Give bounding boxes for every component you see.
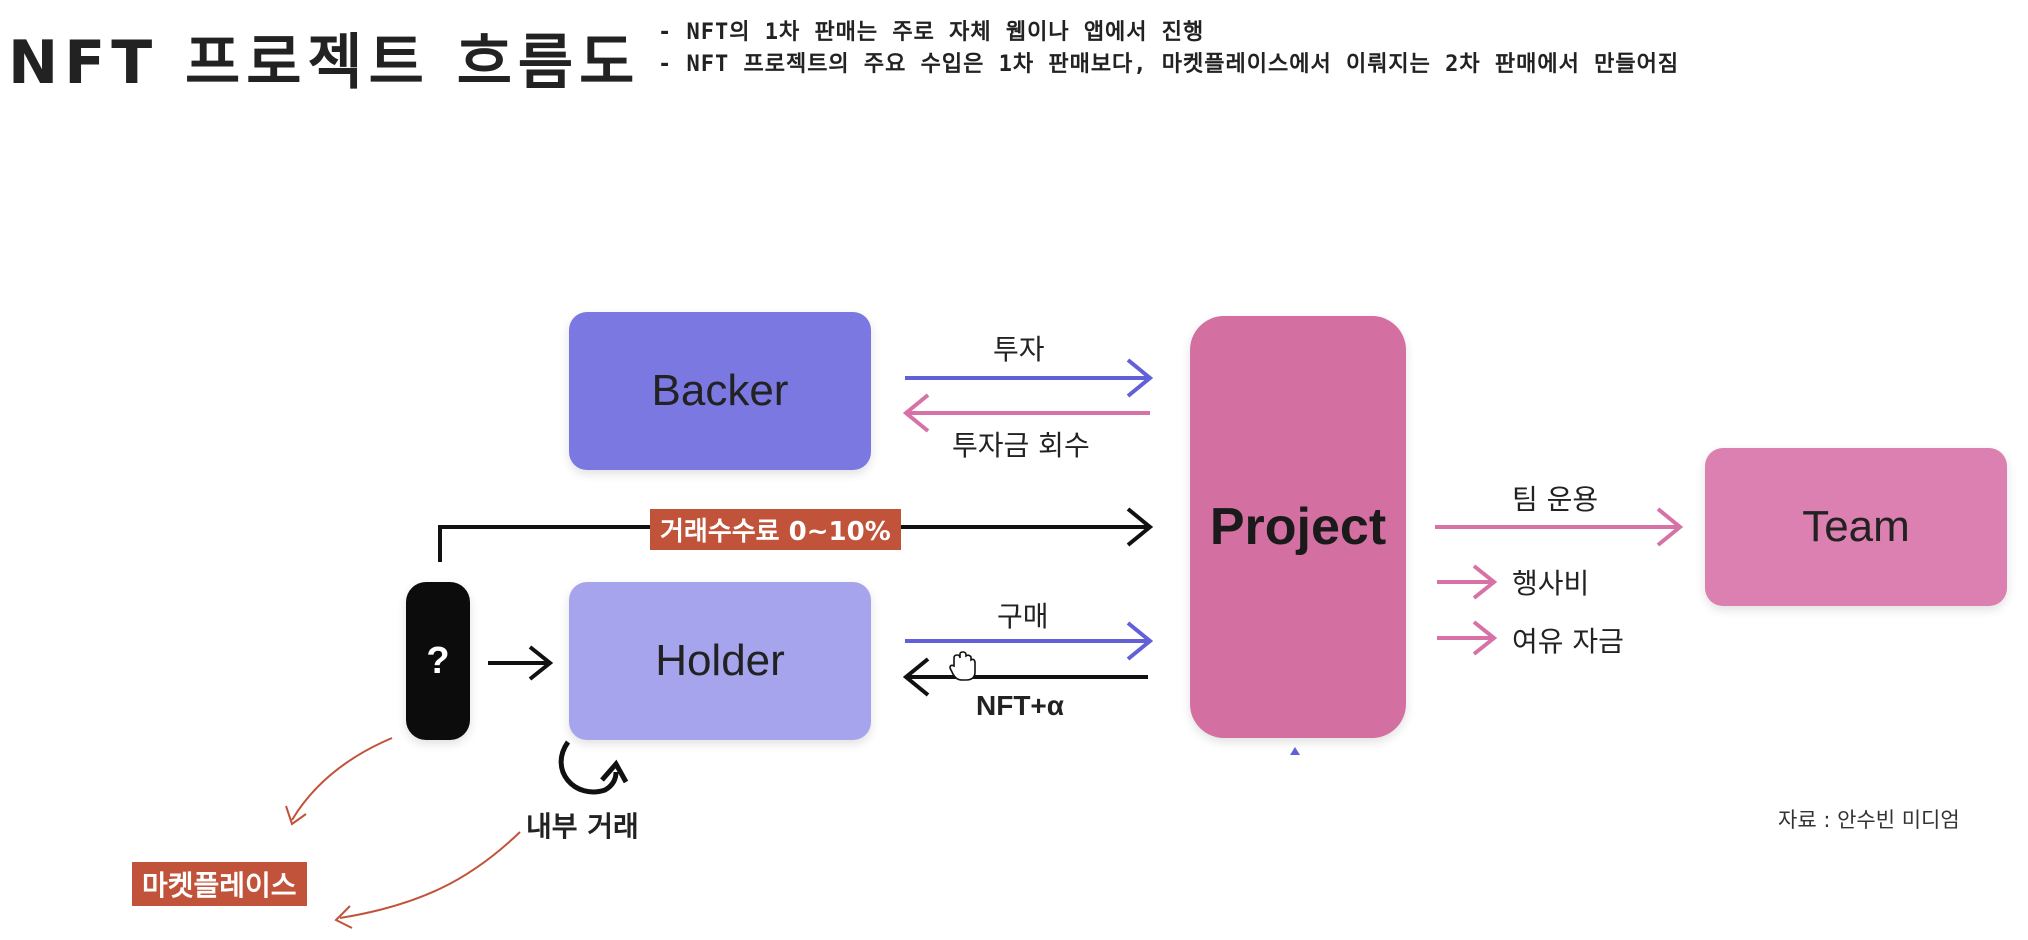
internal-trade-arrow: [558, 740, 629, 795]
team-ops-arrow: [1435, 507, 1684, 547]
nft-alpha-label: NFT+α: [976, 690, 1064, 721]
header-bullet-2: - NFT 프로젝트의 주요 수입은 1차 판매보다, 마켓플레이스에서 이뤄지…: [658, 52, 1680, 77]
reserve-fund-arrow: [1437, 620, 1498, 656]
unknown-to-holder-arrow: [488, 645, 554, 681]
invest-return-label: 투자금 회수: [952, 429, 1090, 462]
project-node: Project: [1190, 316, 1406, 738]
backer-node: Backer: [569, 312, 871, 470]
marketplace-annotation-lines: [285, 737, 521, 929]
page-title: NFT 프로젝트 흐름도: [8, 28, 641, 98]
invest-return-arrow: [902, 393, 1150, 433]
fee-badge: 거래수수료 0~10%: [650, 509, 901, 550]
marketplace-badge: 마켓플레이스: [132, 862, 307, 906]
internal-trade-label: 내부 거래: [526, 810, 639, 843]
caret-icon: [1290, 747, 1300, 755]
purchase-arrow: [905, 621, 1154, 661]
purchase-label: 구매: [997, 600, 1049, 633]
header-bullet-1: - NFT의 1차 판매는 주로 자체 웹이나 앱에서 진행: [658, 20, 1205, 45]
nft-alpha-arrow: [902, 657, 1148, 697]
fee-arrow: [438, 507, 1154, 562]
invest-arrow: [905, 358, 1154, 398]
unknown-node: ?: [406, 582, 470, 740]
holder-node: Holder: [569, 582, 871, 740]
source-note: 자료 : 안수빈 미디엄: [1778, 808, 1960, 832]
event-cost-arrow: [1437, 564, 1498, 600]
invest-label: 투자: [993, 333, 1045, 366]
reserve-fund-label: 여유 자금: [1512, 625, 1624, 658]
event-cost-label: 행사비: [1512, 567, 1590, 600]
hand-cursor-icon: [949, 651, 976, 681]
team-node: Team: [1705, 448, 2007, 606]
team-ops-label: 팀 운용: [1512, 483, 1599, 516]
